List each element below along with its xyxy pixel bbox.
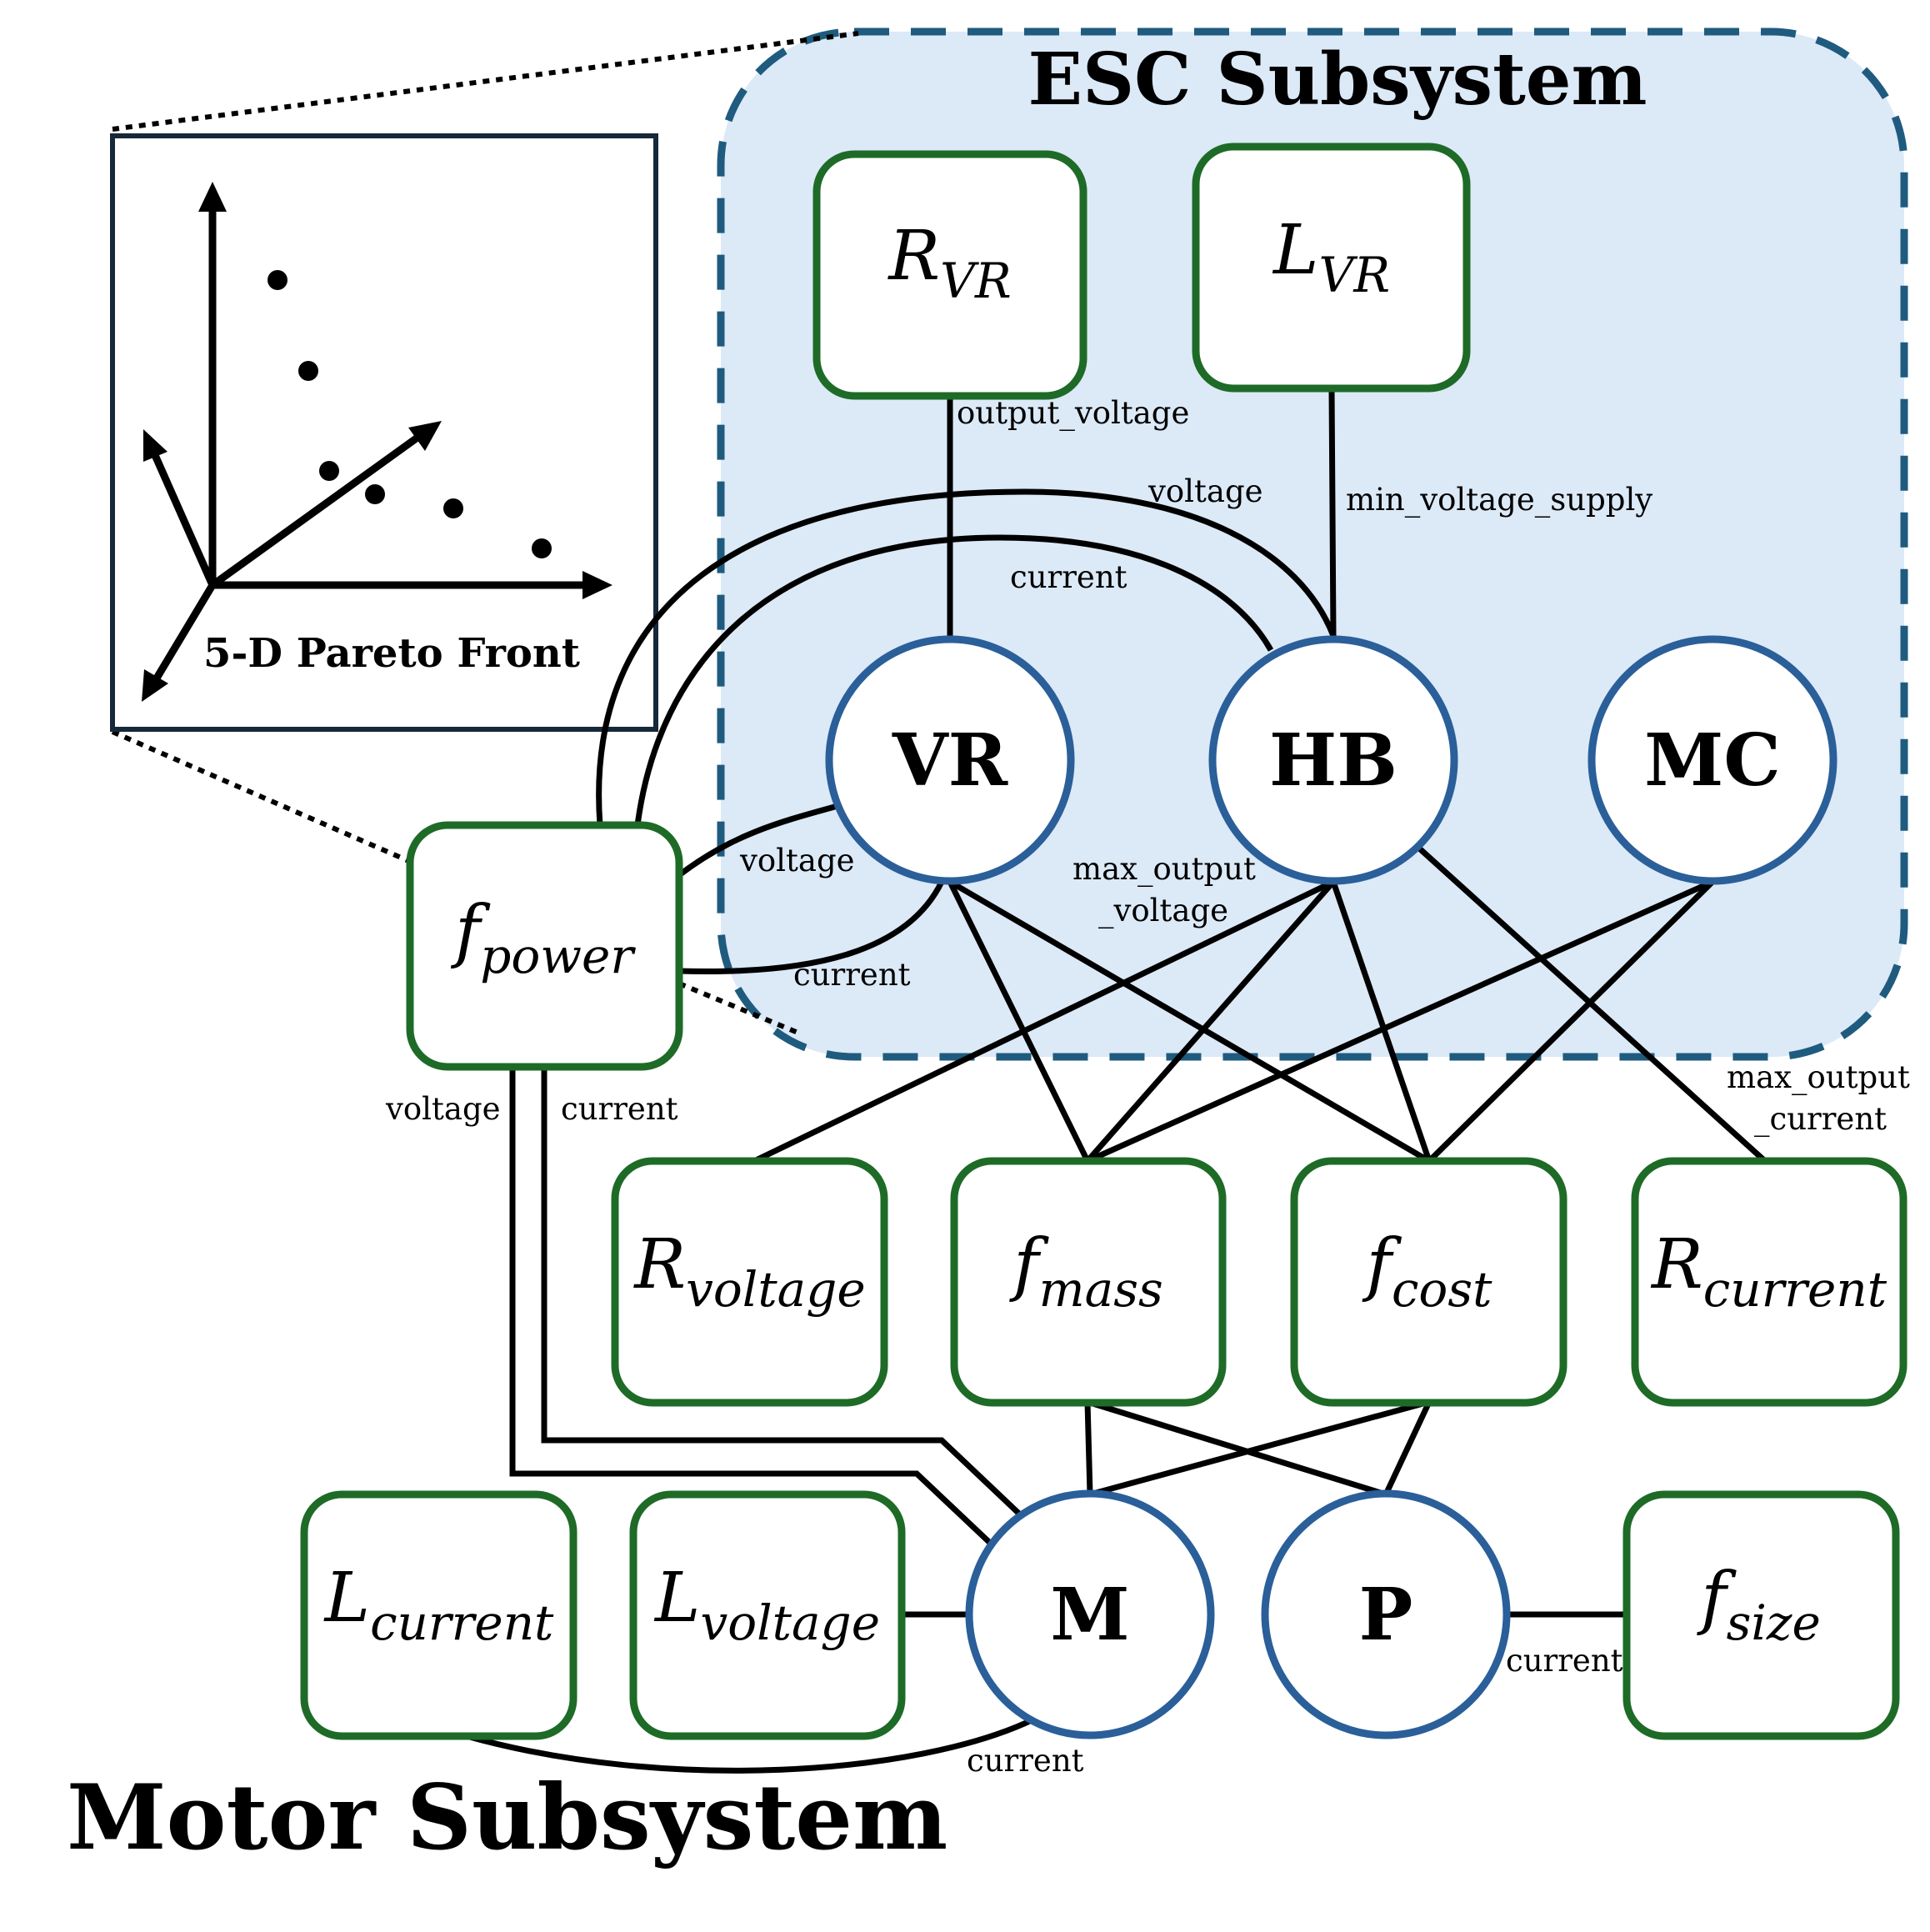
box-f-mass[interactable]: fmass: [950, 1157, 1227, 1407]
edge-fpower-hb-current: [634, 534, 1274, 826]
esc-subsystem-title: ESC Subsystem: [1028, 38, 1647, 122]
box-l-vr[interactable]: LVR: [1192, 143, 1471, 393]
edge-fcost-p: [1382, 1400, 1432, 1496]
edge-fpower-hb-voltage: [596, 488, 1337, 826]
svg-text:Lvoltage: Lvoltage: [653, 1559, 880, 1651]
box-l-vr-main: L: [1272, 211, 1318, 290]
constraint-boxes: RVR LVR fpower Rvoltage fmass: [300, 143, 1908, 1740]
box-r-current-sub: current: [1703, 1261, 1888, 1318]
edge-labels: output_voltage min_voltage_supply voltag…: [385, 395, 1910, 1779]
edge-lvr-hb: [1328, 388, 1337, 637]
edge-fmass-p: [1086, 1399, 1388, 1498]
label-current-p: current: [1506, 1643, 1623, 1679]
edge-fpower-vr-current: [678, 880, 945, 974]
pareto-axes: [148, 200, 593, 688]
box-l-voltage[interactable]: Lvoltage: [629, 1490, 906, 1740]
label-voltage-down: voltage: [385, 1091, 501, 1127]
component-p[interactable]: P: [1261, 1489, 1511, 1739]
box-f-mass-sub: mass: [1039, 1261, 1163, 1318]
box-l-current[interactable]: Lcurrent: [300, 1490, 578, 1740]
box-l-voltage-main: L: [653, 1559, 700, 1638]
box-f-size-sub: size: [1727, 1594, 1821, 1651]
box-l-vr-sub: VR: [1318, 247, 1390, 303]
svg-text:Lcurrent: Lcurrent: [323, 1559, 554, 1651]
pareto-points: [268, 270, 552, 558]
label-min-voltage-supply: min_voltage_supply: [1346, 482, 1652, 518]
box-l-voltage-sub: voltage: [700, 1594, 880, 1651]
box-r-voltage-main: R: [632, 1225, 686, 1304]
edge-vr-fcost: [948, 878, 1431, 1164]
box-f-size[interactable]: fsize: [1622, 1490, 1900, 1740]
label-max-output-voltage-1: max_output: [1072, 851, 1256, 888]
component-vr-label: VR: [892, 718, 1008, 803]
box-r-vr-main: R: [887, 217, 940, 296]
label-current-down: current: [561, 1091, 678, 1127]
label-max-output-voltage-2: _voltage: [1098, 893, 1228, 929]
box-r-voltage-sub: voltage: [686, 1261, 866, 1318]
box-r-current[interactable]: Rcurrent: [1631, 1157, 1908, 1407]
edge-mc-fmass: [1086, 878, 1714, 1164]
box-r-vr[interactable]: RVR: [812, 150, 1088, 400]
box-l-current-main: L: [323, 1559, 370, 1638]
motor-subsystem-title: Motor Subsystem: [67, 1765, 948, 1870]
edge-fpower-m-voltage: [509, 1069, 994, 1547]
edges: [466, 388, 1768, 1774]
component-mc[interactable]: MC: [1588, 635, 1838, 885]
box-r-voltage[interactable]: Rvoltage: [611, 1157, 888, 1407]
pareto-point: [443, 498, 463, 518]
component-nodes: VR HB MC M P: [825, 635, 1838, 1739]
component-hb[interactable]: HB: [1208, 635, 1458, 885]
label-output-voltage: output_voltage: [957, 395, 1189, 432]
edge-fmass-m: [1084, 1401, 1093, 1495]
pareto-front-inset: 5-D Pareto Front: [110, 133, 658, 732]
edge-vr-fmass: [947, 880, 1091, 1163]
svg-text:fmass: fmass: [1008, 1225, 1162, 1318]
svg-text:RVR: RVR: [887, 217, 1011, 309]
component-p-label: P: [1359, 1573, 1413, 1657]
pareto-point: [365, 484, 385, 504]
pareto-point: [268, 270, 288, 290]
label-current-m: current: [967, 1743, 1084, 1779]
svg-text:fsize: fsize: [1696, 1559, 1821, 1651]
edge-mc-fcost: [1427, 879, 1715, 1164]
edge-hb-fcost: [1330, 880, 1432, 1163]
edge-fpower-vr-voltage: [677, 803, 838, 878]
label-current-vr: current: [793, 957, 911, 993]
pareto-label: 5-D Pareto Front: [203, 630, 580, 677]
label-max-output-current-1: max_output: [1727, 1059, 1910, 1096]
pareto-point: [532, 538, 552, 558]
label-max-output-current-2: _current: [1754, 1101, 1887, 1138]
component-m[interactable]: M: [965, 1489, 1215, 1739]
edge-lcurrent-m: [466, 1716, 1035, 1774]
component-vr[interactable]: VR: [825, 635, 1075, 885]
box-f-power[interactable]: fpower: [406, 821, 683, 1071]
label-voltage-vr: voltage: [739, 843, 855, 878]
svg-text:Rcurrent: Rcurrent: [1650, 1225, 1888, 1318]
box-f-power-sub: power: [480, 928, 636, 984]
edge-hb-fmass: [1085, 879, 1336, 1164]
box-f-cost-sub: cost: [1392, 1261, 1492, 1318]
svg-text:LVR: LVR: [1272, 211, 1390, 303]
box-r-vr-sub: VR: [940, 253, 1012, 309]
svg-text:fcost: fcost: [1362, 1225, 1493, 1318]
svg-text:Rvoltage: Rvoltage: [632, 1225, 865, 1318]
box-r-current-main: R: [1650, 1225, 1703, 1304]
label-voltage-outer: voltage: [1148, 473, 1263, 509]
box-f-cost[interactable]: fcost: [1290, 1157, 1568, 1407]
component-hb-label: HB: [1269, 718, 1398, 803]
component-m-label: M: [1050, 1573, 1129, 1657]
pareto-point: [298, 361, 318, 381]
pareto-zoom-lines: [111, 31, 859, 1036]
pareto-frame: [110, 133, 658, 732]
pareto-arrowheads: [142, 182, 612, 702]
edge-hb-rvoltage: [752, 878, 1335, 1164]
pareto-point: [319, 461, 339, 481]
box-l-current-sub: current: [370, 1594, 554, 1651]
component-mc-label: MC: [1644, 718, 1781, 803]
edge-fpower-m-current: [541, 1069, 1023, 1518]
edge-fcost-m: [1089, 1399, 1430, 1498]
label-current-outer: current: [1010, 559, 1128, 595]
